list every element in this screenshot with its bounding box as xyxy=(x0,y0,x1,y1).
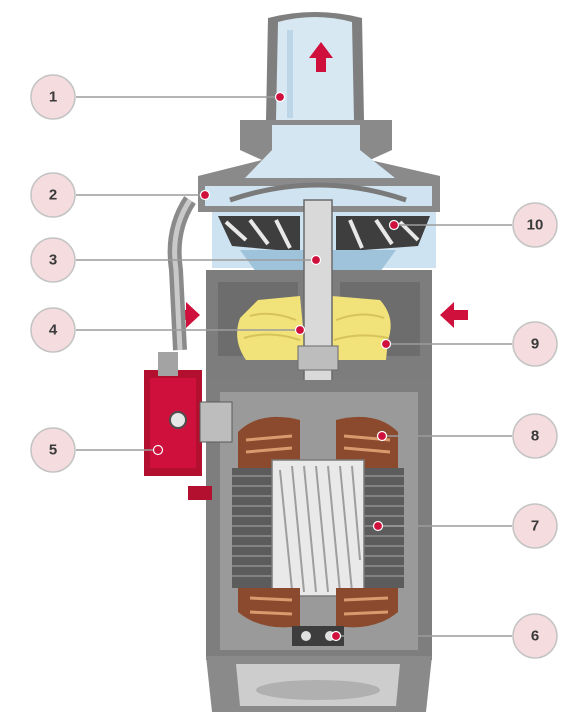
leader-dot-10 xyxy=(388,219,400,231)
callout-10-label: 10 xyxy=(527,217,544,234)
callout-9-label: 9 xyxy=(531,336,539,353)
callout-7-label: 7 xyxy=(531,518,539,535)
leader-dot-3 xyxy=(310,254,322,266)
leader-dot-2 xyxy=(199,189,211,201)
stator-winding-bottom xyxy=(238,588,398,628)
pump-base xyxy=(206,656,432,712)
callout-5: 5 xyxy=(30,427,76,473)
leader-dot-8 xyxy=(376,430,388,442)
rotor xyxy=(271,459,365,597)
leader-dot-1 xyxy=(274,91,286,103)
leader-dot-7 xyxy=(372,520,384,532)
callout-4-label: 4 xyxy=(49,322,58,339)
callout-2-label: 2 xyxy=(49,187,57,204)
leader-dot-5 xyxy=(152,444,164,456)
discharge-pipe xyxy=(266,12,364,120)
callout-10: 10 xyxy=(512,202,558,248)
callout-1: 1 xyxy=(30,74,76,120)
callout-2: 2 xyxy=(30,172,76,218)
callout-6: 6 xyxy=(512,613,558,659)
callout-7: 7 xyxy=(512,503,558,549)
leader-dot-6 xyxy=(330,630,342,642)
callout-3-label: 3 xyxy=(49,252,57,269)
leader-dot-9 xyxy=(380,338,392,350)
flow-out-arrow xyxy=(309,42,333,72)
cooling-pipe xyxy=(167,196,196,351)
callout-1-label: 1 xyxy=(49,89,57,106)
callout-9: 9 xyxy=(512,321,558,367)
cable-entry xyxy=(144,352,233,500)
flow-in-arrow-left xyxy=(172,302,200,328)
stator-winding-top xyxy=(238,416,398,470)
flow-in-arrow-right xyxy=(440,302,468,328)
callout-8-label: 8 xyxy=(531,428,539,445)
pump-head-housing xyxy=(198,120,440,212)
callout-3: 3 xyxy=(30,237,76,283)
callout-4: 4 xyxy=(30,307,76,353)
leader-dot-4 xyxy=(294,324,306,336)
callout-6-label: 6 xyxy=(531,628,539,645)
leader-lines xyxy=(76,91,512,642)
callout-5-label: 5 xyxy=(49,442,57,459)
callout-8: 8 xyxy=(512,413,558,459)
